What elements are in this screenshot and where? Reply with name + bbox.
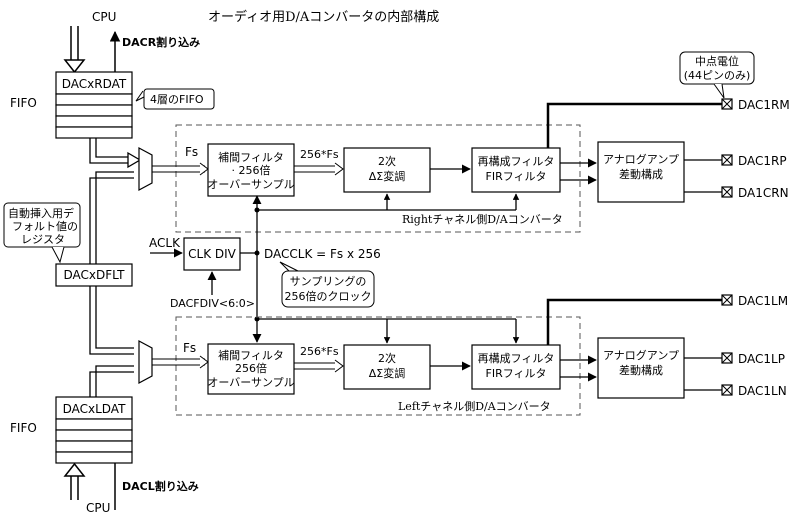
- fifo-callout: [135, 88, 215, 110]
- clk-div-label: CLK DIV: [188, 247, 237, 261]
- dacxdflt-register: [55, 263, 133, 287]
- left-interp-line1: 補間フィルタ: [218, 349, 284, 362]
- aclk-label: ACLK: [149, 236, 181, 250]
- dacclk-label: DACCLK = Fs x 256: [264, 247, 381, 261]
- pin-dac1lm-label: DAC1LM: [738, 294, 788, 308]
- left-channel-label: Leftチャネル側D/Aコンバータ: [398, 400, 551, 413]
- cpu-top-label: CPU: [92, 10, 116, 24]
- right-fs256-arrow: [294, 162, 344, 176]
- cpu-bottom-label: CPU: [86, 501, 110, 515]
- pin-dac1rp-label: DAC1RP: [738, 154, 787, 168]
- right-fs-label: Fs: [185, 145, 198, 159]
- right-interp-line1: 補間フィルタ: [218, 151, 284, 164]
- left-delta-sigma: [343, 344, 431, 390]
- left-channel-boundary: [175, 316, 581, 416]
- default-register-callout: [3, 202, 81, 264]
- pin-dac1lp-label: DAC1LP: [738, 352, 785, 366]
- left-clock-lines: [257, 318, 520, 344]
- pin-dac1rm-label: DAC1RM: [738, 98, 790, 112]
- left-analog-line1: アナログアンプ: [603, 348, 679, 362]
- dacr-interrupt-label: DACR割り込み: [122, 35, 200, 49]
- dacxrdat-fifo: [55, 71, 133, 139]
- left-midpoint-line: [546, 298, 722, 345]
- sampling-line1: サンプリングの: [290, 274, 367, 288]
- left-mod-line2: ΔΣ変調: [369, 366, 405, 380]
- right-channel-boundary: [175, 124, 581, 233]
- right-mod-line2: ΔΣ変調: [369, 169, 405, 183]
- right-analog-line2: 差動構成: [619, 167, 663, 181]
- dacxrdat-label: DACxRDAT: [62, 77, 127, 91]
- clk-junction: [254, 250, 260, 256]
- right-interp-line2: · 256倍: [232, 163, 271, 177]
- midpoint-line1: 中点電位: [695, 54, 739, 68]
- dacxldat-label: DACxLDAT: [63, 402, 127, 416]
- left-mux: [138, 339, 153, 385]
- dacl-interrupt-label: DACL割り込み: [122, 479, 199, 493]
- right-fir-line1: 再構成フィルタ: [478, 155, 555, 168]
- right-mux: [138, 146, 153, 192]
- right-interp-line3: オーバーサンプル: [207, 178, 294, 191]
- pin-dac1ln-label: DAC1LN: [738, 384, 787, 398]
- cpu-top-bus-arrow: [63, 26, 86, 74]
- right-interp-filter: [207, 143, 295, 197]
- left-fs256-arrow: [294, 359, 344, 373]
- dacxldat-fifo: [55, 396, 133, 464]
- pin-dac1rm: [721, 98, 733, 110]
- left-fs-label: Fs: [183, 341, 196, 355]
- clk-div-block: [183, 237, 241, 271]
- pin-dac1rp: [721, 154, 733, 166]
- left-fir-line2: FIRフィルタ: [486, 367, 547, 380]
- pin-dac1lp: [721, 352, 733, 364]
- left-fir-line1: 再構成フィルタ: [478, 352, 555, 365]
- right-midpoint-line: [546, 102, 722, 148]
- right-delta-sigma: [343, 147, 431, 193]
- dacxdflt-label: DACxDFLT: [63, 268, 125, 282]
- left-fs-arrow: [152, 355, 209, 369]
- midpoint-callout: [679, 51, 755, 99]
- fifo-top-label: FIFO: [10, 96, 37, 110]
- dflt-buses: [89, 171, 134, 355]
- right-fs256-label: 256*Fs: [300, 148, 339, 161]
- cpu-bottom-bus-arrow: [63, 462, 86, 500]
- dacfdiv-label: DACFDIV<6:0>: [170, 297, 255, 310]
- right-channel-label: Rightチャネル側D/Aコンバータ: [402, 213, 563, 226]
- right-fir-line2: FIRフィルタ: [486, 170, 547, 183]
- left-fir-filter: [471, 344, 561, 390]
- sampling-line2: 256倍のクロック: [285, 289, 372, 303]
- right-clock-lines: [257, 193, 520, 211]
- left-interp-line3: オーバーサンプル: [207, 376, 294, 389]
- right-mod-line1: 2次: [378, 154, 396, 168]
- left-interp-line2: 256倍: [235, 361, 267, 375]
- left-fs256-label: 256*Fs: [300, 345, 339, 358]
- diagram-title: オーディオ用D/Aコンバータの内部構成: [208, 9, 439, 25]
- right-fs-arrow: [152, 162, 209, 176]
- right-analog-amp: [597, 141, 685, 203]
- default-note-line3: レジスタ: [21, 233, 65, 246]
- default-note-line2: フォルト値の: [12, 220, 78, 233]
- pin-da1crn-label: DA1CRN: [738, 186, 789, 200]
- right-analog-line1: アナログアンプ: [603, 152, 679, 166]
- left-mod-line1: 2次: [378, 351, 396, 365]
- pin-dac1ln: [721, 384, 733, 396]
- sampling-callout: [279, 261, 375, 308]
- pin-dac1lm: [721, 294, 733, 306]
- fifo-bottom-label: FIFO: [10, 421, 37, 435]
- left-analog-amp: [597, 337, 685, 399]
- midpoint-line2: (44ピンのみ): [684, 69, 751, 82]
- clk-junction-right: [254, 207, 260, 213]
- fifo-callout-text: 4層のFIFO: [150, 93, 204, 106]
- ldat-to-mux-bus: [89, 365, 134, 397]
- default-note-line1: 自動挿入用デ: [8, 206, 74, 220]
- right-fir-filter: [471, 147, 561, 193]
- left-analog-line2: 差動構成: [619, 363, 663, 377]
- rdat-to-mux-bus: [89, 138, 142, 169]
- pin-da1crn: [721, 186, 733, 198]
